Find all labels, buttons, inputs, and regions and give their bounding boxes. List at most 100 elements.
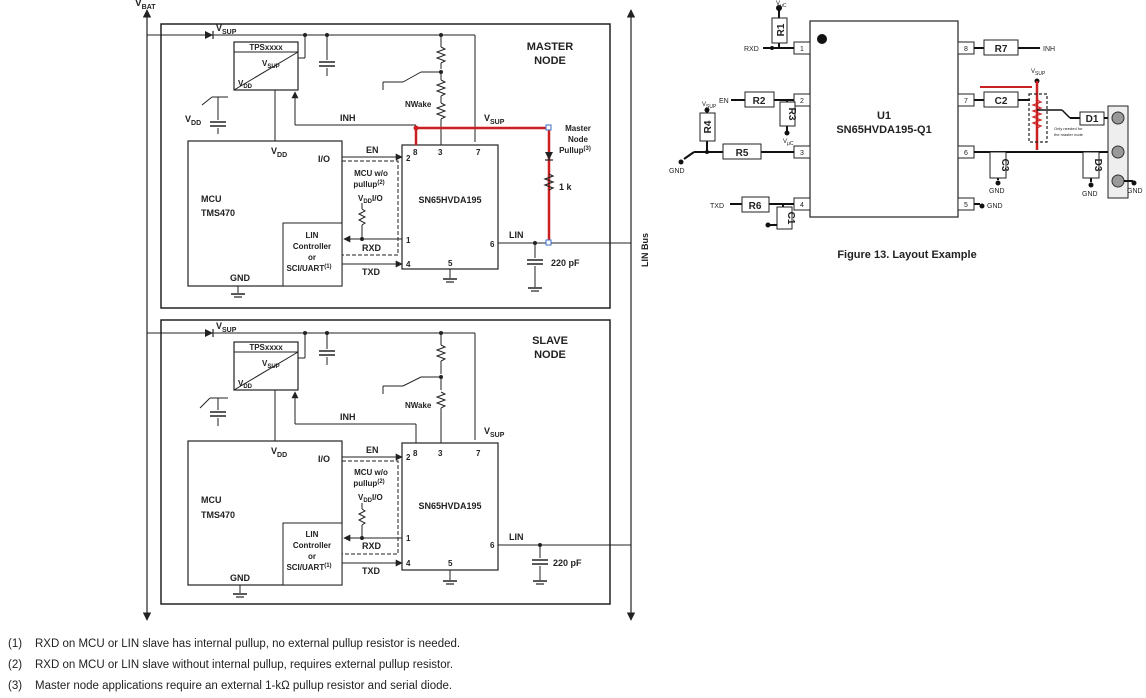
svg-text:GND: GND xyxy=(230,573,251,583)
svg-text:2: 2 xyxy=(406,453,411,462)
nwake-label: NWake xyxy=(405,100,432,109)
svg-text:6: 6 xyxy=(964,150,968,157)
svg-text:LIN: LIN xyxy=(306,231,319,240)
svg-text:Controller: Controller xyxy=(293,242,331,251)
svg-text:3: 3 xyxy=(438,449,443,458)
footnote-2: (2) RXD on MCU or LIN slave without inte… xyxy=(8,659,454,671)
svg-text:VDDI/O: VDDI/O xyxy=(358,194,383,205)
svg-text:1: 1 xyxy=(800,46,804,53)
svg-text:3: 3 xyxy=(438,148,443,157)
svg-text:7: 7 xyxy=(476,148,481,157)
svg-text:pullup(2): pullup(2) xyxy=(353,479,384,488)
svg-text:MCU w/o: MCU w/o xyxy=(354,468,388,477)
svg-text:1: 1 xyxy=(406,236,411,245)
vsup-pin-label: VSUP xyxy=(484,113,505,126)
svg-text:Only needed for: Only needed for xyxy=(1054,126,1083,131)
svg-text:VSUP: VSUP xyxy=(262,59,280,70)
svg-text:Pullup(3): Pullup(3) xyxy=(559,146,591,155)
svg-text:GND: GND xyxy=(1082,191,1098,198)
svg-text:I/O: I/O xyxy=(318,154,330,164)
svg-text:RXD: RXD xyxy=(744,46,759,53)
regulator-box: TPSxxxx VSUP VDD xyxy=(233,41,299,91)
svg-text:R2: R2 xyxy=(753,96,766,107)
svg-text:INH: INH xyxy=(340,412,356,422)
u1-chip xyxy=(809,20,959,218)
svg-text:TXD: TXD xyxy=(362,267,381,277)
svg-text:VDD: VDD xyxy=(271,446,287,459)
svg-text:VSUP: VSUP xyxy=(262,359,280,370)
svg-text:GND: GND xyxy=(987,203,1003,210)
slave-node-title-2: NODE xyxy=(534,349,566,361)
svg-text:LIN: LIN xyxy=(306,530,319,539)
svg-text:5: 5 xyxy=(448,559,453,568)
svg-text:R4: R4 xyxy=(703,120,714,133)
svg-text:MCU w/o: MCU w/o xyxy=(354,169,388,178)
svg-text:5: 5 xyxy=(448,259,453,268)
svg-text:MCU: MCU xyxy=(201,495,222,505)
svg-text:or: or xyxy=(308,253,316,262)
svg-text:SN65HVDA195: SN65HVDA195 xyxy=(418,501,481,511)
svg-text:LIN: LIN xyxy=(509,532,524,542)
regulator-box: TPSxxxx VSUP VDD xyxy=(233,341,299,391)
svg-text:8: 8 xyxy=(413,148,418,157)
lin-connector-icon: GND xyxy=(1107,105,1143,199)
svg-text:2: 2 xyxy=(800,98,804,105)
vbat-rail: VBAT xyxy=(135,0,156,621)
slave-node-title-1: SLAVE xyxy=(532,335,568,347)
svg-text:RXD: RXD xyxy=(362,243,382,253)
svg-text:6: 6 xyxy=(490,240,495,249)
supply-diode-icon xyxy=(205,31,213,39)
svg-text:GND: GND xyxy=(669,168,685,175)
vsup-label: VSUP xyxy=(216,23,237,36)
svg-text:VDDI/O: VDDI/O xyxy=(358,493,383,504)
svg-text:pullup(2): pullup(2) xyxy=(353,180,384,189)
svg-text:SN65HVDA195: SN65HVDA195 xyxy=(418,195,481,205)
svg-text:or: or xyxy=(308,552,316,561)
svg-text:SCI/UART(1): SCI/UART(1) xyxy=(286,264,331,273)
svg-text:R6: R6 xyxy=(749,201,762,212)
svg-text:D3: D3 xyxy=(1092,159,1103,172)
slave-node: SLAVE NODE VSUP TPSxxxx VSUP VDD INH xyxy=(147,319,631,605)
master-node-title-2: NODE xyxy=(534,55,566,67)
inh-label: INH xyxy=(340,113,356,123)
svg-text:GND: GND xyxy=(1127,188,1143,195)
lin-application-diagram: VBAT LIN Bus MASTER NODE VSUP TPSxxxx VS… xyxy=(135,0,1143,621)
svg-text:6: 6 xyxy=(490,541,495,550)
svg-text:C1: C1 xyxy=(785,212,796,225)
svg-text:INH: INH xyxy=(1043,46,1055,53)
svg-text:8: 8 xyxy=(964,46,968,53)
svg-text:SCI/UART(1): SCI/UART(1) xyxy=(286,563,331,572)
svg-text:R7: R7 xyxy=(995,44,1008,55)
supply-diode-icon xyxy=(205,329,213,337)
svg-text:Node: Node xyxy=(568,135,589,144)
svg-text:GND: GND xyxy=(989,188,1005,195)
svg-text:R5: R5 xyxy=(736,148,749,159)
svg-text:VDD: VDD xyxy=(271,146,287,159)
svg-text:5: 5 xyxy=(964,202,968,209)
svg-text:TXD: TXD xyxy=(710,203,724,210)
svg-text:VSUP: VSUP xyxy=(702,102,717,110)
vbat-label: VBAT xyxy=(135,0,156,11)
svg-text:R3: R3 xyxy=(786,108,797,121)
svg-text:TMS470: TMS470 xyxy=(201,208,235,218)
svg-text:7: 7 xyxy=(964,98,968,105)
svg-text:TMS470: TMS470 xyxy=(201,510,235,520)
svg-text:TPSxxxx: TPSxxxx xyxy=(249,343,283,352)
svg-text:VDD: VDD xyxy=(238,379,253,390)
svg-text:VSUP: VSUP xyxy=(1031,69,1046,77)
lin-bus-label: LIN Bus xyxy=(640,233,650,267)
pullup-resistor-label: 1 k xyxy=(559,182,573,192)
svg-text:the master node: the master node xyxy=(1054,132,1084,137)
svg-text:I/O: I/O xyxy=(318,454,330,464)
svg-text:U1: U1 xyxy=(877,110,891,122)
svg-text:Master: Master xyxy=(565,124,591,133)
footnote-1: (1) RXD on MCU or LIN slave has internal… xyxy=(8,638,461,650)
svg-text:GND: GND xyxy=(230,273,251,283)
svg-text:TPSxxxx: TPSxxxx xyxy=(249,43,283,52)
transceiver-box: SN65HVDA195 8 3 7 2 1 4 5 6 xyxy=(401,442,499,571)
svg-text:EN: EN xyxy=(366,145,379,155)
svg-text:MCU: MCU xyxy=(201,194,222,204)
transceiver-box: SN65HVDA195 8 3 7 2 1 4 5 6 xyxy=(401,144,499,270)
svg-text:4: 4 xyxy=(406,559,411,568)
svg-text:RXD: RXD xyxy=(362,541,382,551)
